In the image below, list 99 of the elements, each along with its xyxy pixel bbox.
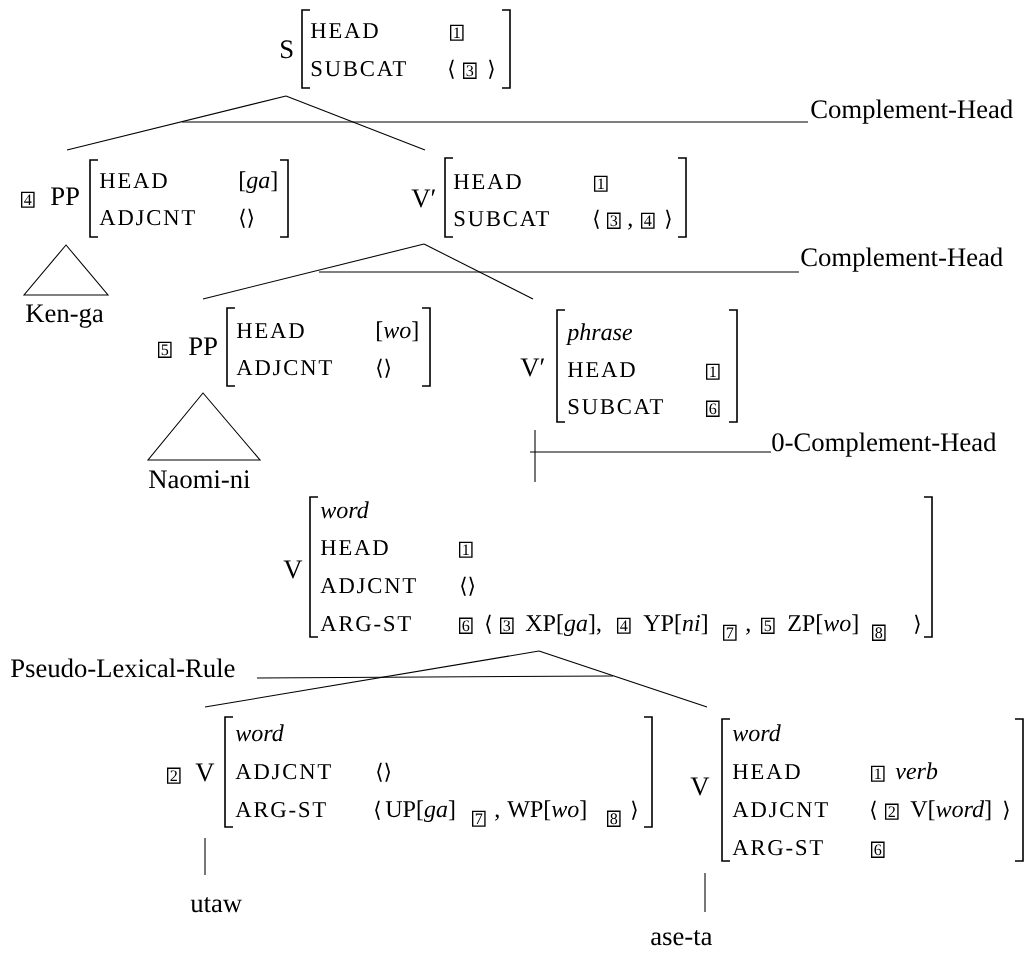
boxed-tag: 1 (871, 765, 885, 782)
category-label: V′ (411, 189, 436, 208)
angle-brackets: ⟨⟩ (377, 358, 390, 378)
feature-name: HEAD (310, 23, 378, 39)
word-label: utaw (190, 897, 242, 913)
angle-brackets: ⟨ (871, 800, 876, 820)
feature-value: [ga] (240, 171, 277, 194)
angle-brackets: ⟩ (632, 800, 637, 820)
boxed-tag: 1 (459, 541, 473, 558)
feature-name: ADJCNT (99, 210, 195, 226)
type-label: verb (895, 762, 938, 780)
branch-line (204, 650, 540, 708)
leader-line (181, 121, 809, 123)
category-label: V′ (520, 358, 545, 377)
branch-line (538, 650, 708, 708)
feature-value: , (495, 814, 499, 821)
feature-value: , (628, 223, 632, 230)
boxed-tag: 7 (472, 810, 486, 827)
boxed-tag: 5 (761, 617, 775, 634)
category-label: V (690, 777, 710, 796)
feature-name: ADJCNT (236, 360, 332, 376)
feature-name: ADJCNT (320, 578, 416, 594)
branch-line (285, 95, 426, 151)
boxed-tag: 4 (617, 617, 631, 634)
feature-name: ADJCNT (235, 764, 331, 780)
angle-brackets: ⟨⟩ (240, 208, 253, 228)
word-label: Ken-ga (26, 304, 104, 328)
feature-name: HEAD (567, 362, 635, 378)
feature-name: HEAD (99, 173, 167, 189)
branch-line (204, 837, 206, 876)
boxed-tag: 3 (500, 617, 514, 634)
boxed-tag: 3 (463, 62, 477, 79)
category-label: S (281, 40, 293, 59)
type-label: word (320, 501, 369, 519)
angle-brackets: ⟩ (1004, 800, 1009, 820)
boxed-tag: 4 (641, 212, 655, 229)
boxed-tag: 6 (871, 841, 885, 858)
feature-name: ARG-ST (320, 616, 411, 632)
branch-line (704, 872, 706, 913)
word-label: ase-ta (651, 930, 713, 946)
type-label: word (235, 724, 284, 742)
feature-value: , (746, 628, 750, 635)
branch-line (423, 243, 534, 300)
angle-brackets: ⟨⟩ (377, 762, 390, 782)
category-label: PP (51, 187, 79, 205)
leader-line (256, 675, 614, 679)
rule-label: Complement-Head (811, 99, 1013, 124)
type-label: word (732, 724, 781, 742)
angle-brackets: ⟨⟩ (461, 576, 474, 596)
feature-name: SUBCAT (311, 61, 406, 77)
angle-brackets: ⟨ (449, 59, 454, 79)
branch-line (534, 429, 536, 483)
leader-line (529, 451, 772, 453)
boxed-tag: 4 (21, 191, 35, 208)
boxed-tag: 1 (706, 363, 720, 380)
feature-name: SUBCAT (568, 399, 663, 415)
feature-name: ADJCNT (732, 802, 828, 818)
feature-value: XP[ga], (525, 614, 601, 637)
rule-label: Complement-Head (801, 247, 1003, 272)
boxed-tag: 1 (450, 24, 464, 41)
feature-value: UP[ga] (385, 800, 455, 823)
word-label: Naomi-ni (149, 470, 250, 489)
category-label: V (283, 560, 303, 579)
boxed-tag: 8 (872, 624, 886, 641)
boxed-tag: 5 (158, 341, 172, 358)
feature-name: SUBCAT (454, 211, 549, 227)
angle-brackets: ⟨ (375, 800, 380, 820)
feature-value: ZP[wo] (788, 614, 858, 635)
boxed-tag: 6 (459, 617, 473, 634)
feature-name: ARG-ST (235, 802, 326, 818)
boxed-tag: 3 (607, 212, 621, 229)
branch-line (66, 95, 287, 151)
feature-value: YP[ni] (643, 614, 707, 635)
branch-line (202, 243, 425, 300)
feature-name: ARG-ST (732, 840, 823, 856)
feature-name: HEAD (236, 323, 304, 339)
angle-brackets: ⟨ (594, 209, 599, 229)
rule-label: 0-Complement-Head (772, 432, 997, 457)
boxed-tag: 6 (706, 400, 720, 417)
feature-name: HEAD (453, 174, 521, 190)
angle-brackets: ⟨ (486, 614, 491, 634)
boxed-tag: 1 (594, 175, 608, 192)
boxed-tag: 2 (885, 803, 899, 820)
feature-value: [wo] (377, 321, 418, 342)
rule-label: Pseudo-Lexical-Rule (11, 658, 235, 678)
angle-brackets: ⟩ (489, 59, 494, 79)
feature-name: HEAD (320, 540, 388, 556)
category-label: PP (189, 337, 217, 355)
type-label: phrase (565, 323, 633, 346)
feature-name: HEAD (732, 764, 800, 780)
boxed-tag: 7 (723, 624, 737, 641)
feature-value: V[word] (910, 800, 991, 821)
boxed-tag: 2 (167, 767, 181, 784)
boxed-tag: 8 (607, 810, 621, 827)
category-label: V (195, 763, 215, 782)
leader-line (318, 271, 800, 273)
angle-brackets: ⟩ (915, 614, 920, 634)
angle-brackets: ⟩ (666, 209, 671, 229)
feature-value: WP[wo] (507, 800, 586, 821)
